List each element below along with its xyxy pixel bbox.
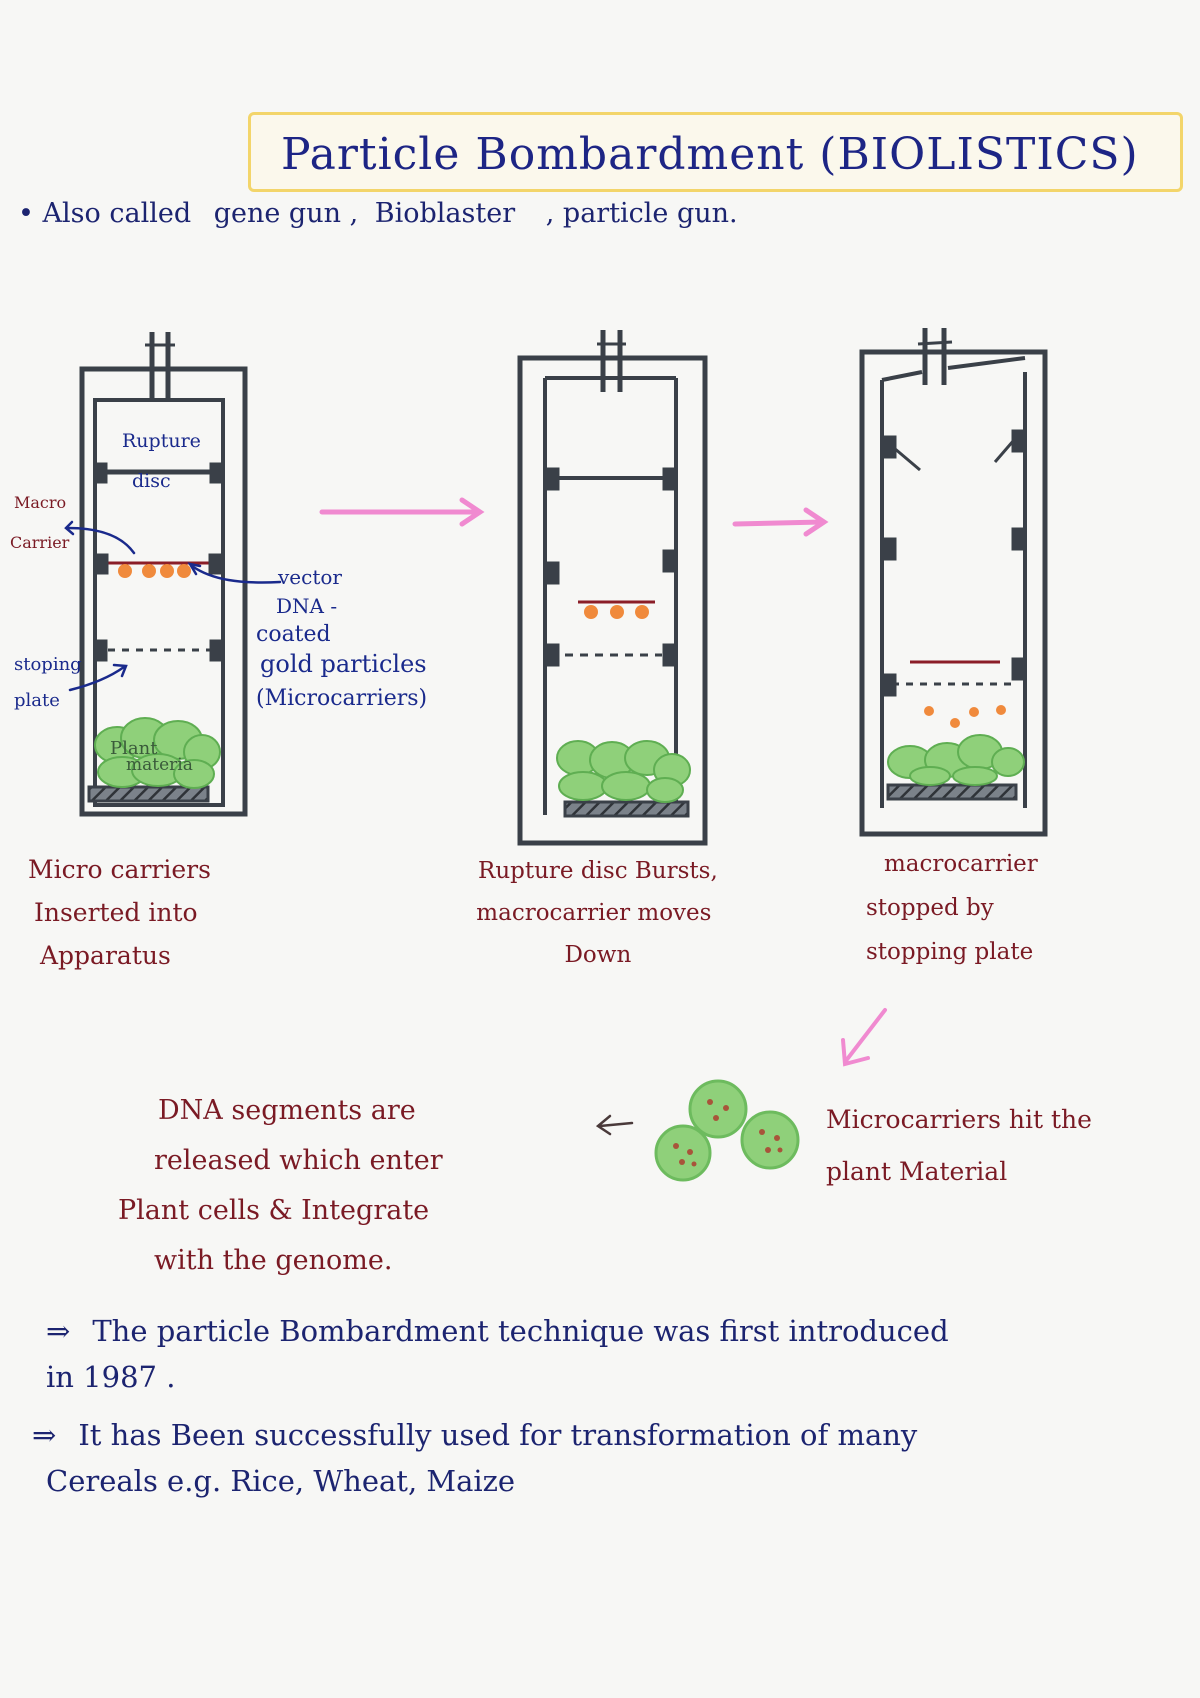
caption-1-line-3: Apparatus [40, 941, 171, 970]
aka-name-3: particle gun. [562, 198, 738, 229]
label-microcarriers: (Microcarriers) [256, 686, 428, 711]
label-gold: gold particles [260, 650, 427, 678]
label-material: materia [126, 755, 193, 775]
caption-5: DNA segments are released which enter Pl… [118, 1086, 443, 1286]
caption-3-line-3: stopping plate [866, 939, 1034, 965]
label-macro: Macro [14, 493, 67, 512]
caption-1-line-1: Micro carriers [28, 855, 211, 884]
note-2-text: It has Been successfully used for transf… [78, 1418, 918, 1452]
caption-3: macrocarrier stopped by stopping plate [866, 842, 1038, 974]
caption-2-line-2: macrocarrier moves [476, 900, 712, 926]
apparatus-2 [517, 330, 708, 846]
aka-line: • Also called gene gun , Bioblaster , pa… [18, 198, 738, 229]
label-dna: DNA - [276, 594, 338, 618]
apparatus-1 [79, 332, 248, 817]
microcarriers-1 [118, 564, 191, 578]
arrow-right-1 [319, 497, 485, 527]
plant-cells [654, 1079, 800, 1182]
caption-2-line-1: Rupture disc Bursts, [478, 858, 718, 884]
bullet: • [18, 198, 34, 229]
apparatus-3 [859, 328, 1048, 837]
label-plate: plate [14, 690, 60, 711]
caption-5-line-4: with the genome. [154, 1245, 393, 1276]
notes: ⇒ The particle Bombardment technique was … [32, 1308, 949, 1504]
page-title: Particle Bombardment (BIOLISTICS) [281, 129, 1139, 180]
caption-5-line-3: Plant cells & Integrate [118, 1195, 430, 1226]
aka-prefix: Also called [42, 198, 192, 229]
aka-name-2: Bioblaster [374, 198, 516, 229]
note-1-arrow: ⇒ [46, 1314, 71, 1348]
label-pointers [64, 520, 282, 692]
arrow-down-left [841, 1008, 887, 1067]
label-disc: disc [132, 470, 171, 492]
plant-material-2 [556, 740, 691, 803]
title-box: Particle Bombardment (BIOLISTICS) [248, 112, 1183, 192]
label-carrier: Carrier [10, 533, 70, 552]
note-2-cont: Cereals e.g. Rice, Wheat, Maize [46, 1464, 516, 1498]
caption-5-line-2: released which enter [154, 1145, 443, 1176]
arrow-right-2 [732, 507, 829, 537]
plant-material-1 [94, 717, 221, 789]
aka-name-1: gene gun [213, 198, 341, 229]
microcarriers-3 [924, 705, 1006, 728]
note-2-arrow: ⇒ [32, 1418, 57, 1452]
note-1: ⇒ The particle Bombardment technique was … [46, 1308, 949, 1354]
label-vector: vector [278, 565, 342, 589]
arrow-left [595, 1114, 634, 1136]
caption-3-line-2: stopped by [866, 895, 994, 921]
caption-4-line-1: Microcarriers hit the [826, 1105, 1092, 1134]
note-1-text: The particle Bombardment technique was f… [92, 1314, 949, 1348]
caption-4-line-2: plant Material [826, 1157, 1008, 1186]
caption-2-line-3: Down [564, 942, 632, 968]
label-coated: coated [256, 622, 331, 647]
caption-3-line-1: macrocarrier [884, 851, 1038, 877]
note-2: ⇒ It has Been successfully used for trans… [32, 1412, 949, 1458]
label-rupture: Rupture [122, 430, 201, 452]
note-1-cont: in 1987 . [46, 1360, 176, 1394]
label-plant: Plant [110, 738, 158, 759]
caption-5-line-1: DNA segments are [158, 1095, 416, 1126]
microcarriers-2 [584, 605, 649, 619]
label-stoping: stoping [14, 654, 82, 675]
caption-2: Rupture disc Bursts, macrocarrier moves … [476, 850, 718, 976]
caption-1-line-2: Inserted into [34, 898, 198, 927]
plant-material-3 [887, 734, 1025, 786]
caption-4: Microcarriers hit the plant Material [826, 1094, 1092, 1198]
caption-1: Micro carriers Inserted into Apparatus [28, 848, 211, 977]
